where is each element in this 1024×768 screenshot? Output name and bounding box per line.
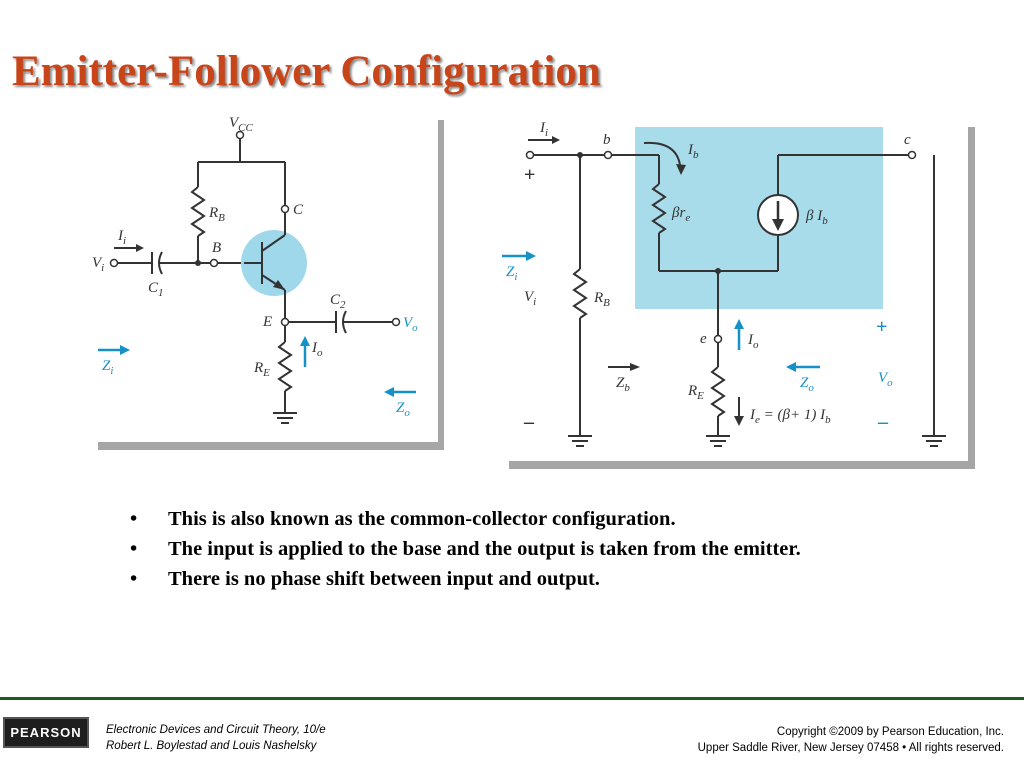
- label-vo: Vo: [878, 370, 893, 389]
- label-io: Io: [311, 340, 323, 359]
- bullet-list: This is also known as the common-collect…: [130, 504, 890, 594]
- label-re: RE: [687, 383, 704, 402]
- label-vo: Vo: [403, 315, 418, 334]
- label-c1: C1: [148, 280, 164, 299]
- label-base: B: [212, 240, 221, 256]
- bullet-item: The input is applied to the base and the…: [130, 534, 890, 564]
- label-ie-equation: Ie = (β+ 1) Ib: [749, 407, 831, 426]
- bullet-item: There is no phase shift between input an…: [130, 564, 890, 594]
- label-re: RE: [253, 360, 270, 379]
- label-zi: Zi: [506, 264, 517, 283]
- label-rb: RB: [208, 205, 225, 224]
- label-vi: Vi: [92, 255, 104, 274]
- label-beta-ib: β Ib: [805, 208, 828, 227]
- footer-divider: [0, 697, 1024, 700]
- label-plus-in: +: [524, 164, 535, 186]
- emitter-follower-schematic: VCC RB C B Ii Vi C1 C2 E Vo Io RE Zi Zo: [92, 112, 448, 452]
- label-zi: Zi: [102, 358, 113, 377]
- bullet-item: This is also known as the common-collect…: [130, 504, 890, 534]
- label-ii: Ii: [539, 120, 548, 139]
- label-rb: RB: [593, 290, 610, 309]
- slide-title: Emitter-Follower Configuration: [12, 48, 601, 95]
- footer-copyright: Copyright ©2009 by Pearson Education, In…: [698, 724, 1004, 756]
- book-title: Electronic Devices and Circuit Theory, 1…: [106, 724, 326, 736]
- label-vcc: VCC: [229, 115, 254, 134]
- label-ib: Ib: [687, 142, 699, 161]
- label-io: Io: [747, 332, 759, 351]
- label-vi: Vi: [524, 289, 536, 308]
- book-authors: Robert L. Boylestad and Louis Nashelsky: [106, 740, 317, 752]
- pearson-logo: PEARSON: [3, 717, 89, 748]
- label-c2: C2: [330, 292, 346, 311]
- label-e: e: [700, 331, 707, 347]
- label-zo: Zo: [800, 375, 814, 394]
- footer-book-info: Electronic Devices and Circuit Theory, 1…: [106, 722, 326, 754]
- address-line: Upper Saddle River, New Jersey 07458 • A…: [697, 742, 1004, 754]
- label-minus-in: –: [523, 411, 535, 433]
- label-collector: C: [293, 202, 304, 218]
- label-c: c: [904, 132, 911, 148]
- label-plus-out: +: [876, 316, 887, 338]
- re-model-equivalent-circuit: Ii b c Ib βre β Ib + – Zi Vi RB e Io Zb …: [502, 119, 978, 471]
- label-beta-re: βre: [671, 205, 690, 224]
- label-minus-out: –: [877, 411, 889, 433]
- copyright-line: Copyright ©2009 by Pearson Education, In…: [776, 726, 1004, 738]
- label-zo: Zo: [396, 400, 410, 419]
- label-ii: Ii: [117, 228, 126, 247]
- label-zb: Zb: [616, 375, 630, 394]
- label-emitter: E: [262, 314, 272, 330]
- label-b: b: [603, 132, 611, 148]
